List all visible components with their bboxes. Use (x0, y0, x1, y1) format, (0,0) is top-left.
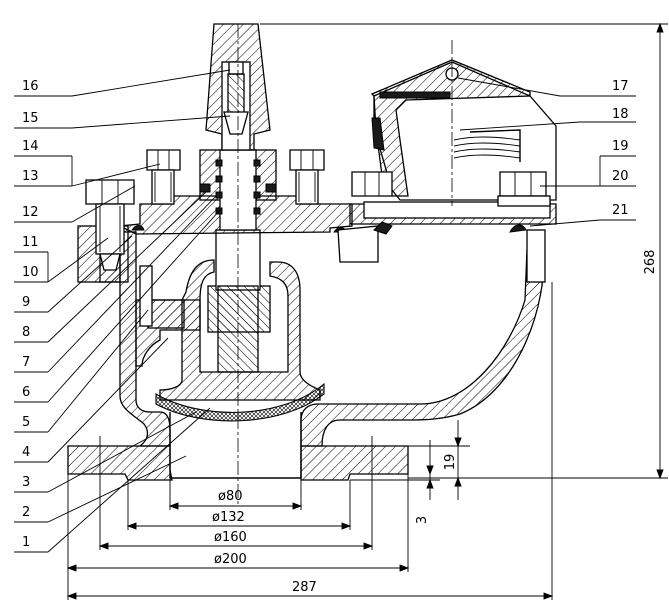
part-label-21: 21 (612, 203, 629, 218)
dim-287: 287 (292, 580, 317, 595)
part-label-16: 16 (22, 79, 39, 94)
leader-lines-right (457, 77, 636, 227)
valve-body (67, 229, 546, 481)
cover-bolts (85, 149, 325, 271)
part-label-18: 18 (612, 107, 629, 122)
dim-d160: ø160 (214, 530, 247, 545)
part-label-12: 12 (22, 205, 39, 220)
part-label-2: 2 (22, 505, 30, 520)
part-label-14: 14 (22, 139, 39, 154)
part-label-19: 19 (612, 139, 629, 154)
dim-3: 3 (415, 516, 430, 524)
part-label-20: 20 (612, 169, 629, 184)
part-label-9: 9 (22, 295, 30, 310)
part-label-6: 6 (22, 385, 30, 400)
leader-lines (14, 69, 231, 553)
dim-19: 19 (443, 454, 458, 471)
spring (453, 129, 521, 162)
part-label-17: 17 (612, 79, 629, 94)
part-label-1: 1 (22, 535, 30, 550)
dim-d132: ø132 (212, 510, 245, 525)
part-label-4: 4 (22, 445, 30, 460)
breather-cap (337, 59, 557, 263)
dim-d80: ø80 (218, 489, 243, 504)
part-labels-right: 17 18 19 20 21 (612, 79, 629, 218)
dimension-lines (66, 22, 668, 600)
part-label-11: 11 (22, 235, 39, 250)
part-label-7: 7 (22, 355, 30, 370)
dim-268: 268 (643, 250, 658, 275)
part-label-8: 8 (22, 325, 30, 340)
dimension-labels: ø80 ø132 ø160 ø200 287 268 19 3 (212, 250, 658, 595)
part-label-3: 3 (22, 475, 30, 490)
part-label-5: 5 (22, 415, 30, 430)
part-label-13: 13 (22, 169, 39, 184)
dim-d200: ø200 (214, 552, 247, 567)
part-labels-left: 16 15 14 13 12 11 10 9 8 7 6 5 4 3 2 1 (22, 79, 39, 550)
part-label-10: 10 (22, 265, 39, 280)
part-label-15: 15 (22, 111, 39, 126)
